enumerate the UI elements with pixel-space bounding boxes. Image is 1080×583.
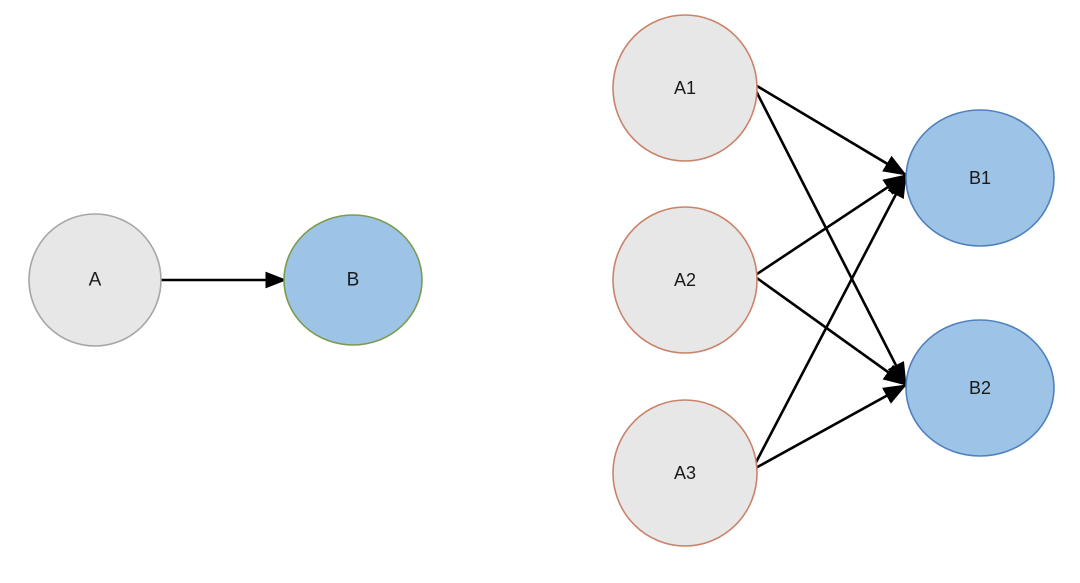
bipartite-edges [750, 81, 908, 472]
node-a-label: A [89, 270, 102, 291]
node-a1-circle[interactable] [612, 14, 758, 162]
node-a2[interactable]: A2 [612, 206, 758, 354]
node-a-circle[interactable] [28, 213, 162, 347]
node-a2-circle[interactable] [612, 206, 758, 354]
node-a1-label: A1 [674, 78, 696, 98]
edge-a3-to-b2[interactable] [751, 383, 907, 472]
node-b1-label: B1 [969, 168, 991, 188]
node-b1[interactable]: B1 [905, 109, 1055, 247]
node-b-circle[interactable] [283, 214, 423, 346]
edge-a2-to-b2[interactable] [753, 274, 907, 387]
node-b[interactable]: B [283, 214, 423, 346]
node-a3-label: A3 [674, 463, 696, 483]
node-b1-circle[interactable] [905, 109, 1055, 247]
node-b2-label: B2 [969, 378, 991, 398]
edge-a3-to-b1[interactable] [750, 174, 908, 471]
node-a3[interactable]: A3 [612, 399, 758, 547]
node-a[interactable]: A [28, 213, 162, 347]
node-a1[interactable]: A1 [612, 14, 758, 162]
node-a3-circle[interactable] [612, 399, 758, 547]
node-b2[interactable]: B2 [905, 319, 1055, 457]
node-a2-label: A2 [674, 270, 696, 290]
bipartite-diagram: A1 A2 A3 B1 B2 [612, 14, 1055, 547]
single-edge-diagram: A B [28, 213, 423, 347]
edge-a1-to-b2[interactable] [750, 82, 908, 386]
edge-a2-to-b1[interactable] [753, 173, 907, 278]
edge-a1-to-b1[interactable] [751, 81, 907, 177]
node-b2-circle[interactable] [905, 319, 1055, 457]
node-b-label: B [347, 270, 360, 291]
